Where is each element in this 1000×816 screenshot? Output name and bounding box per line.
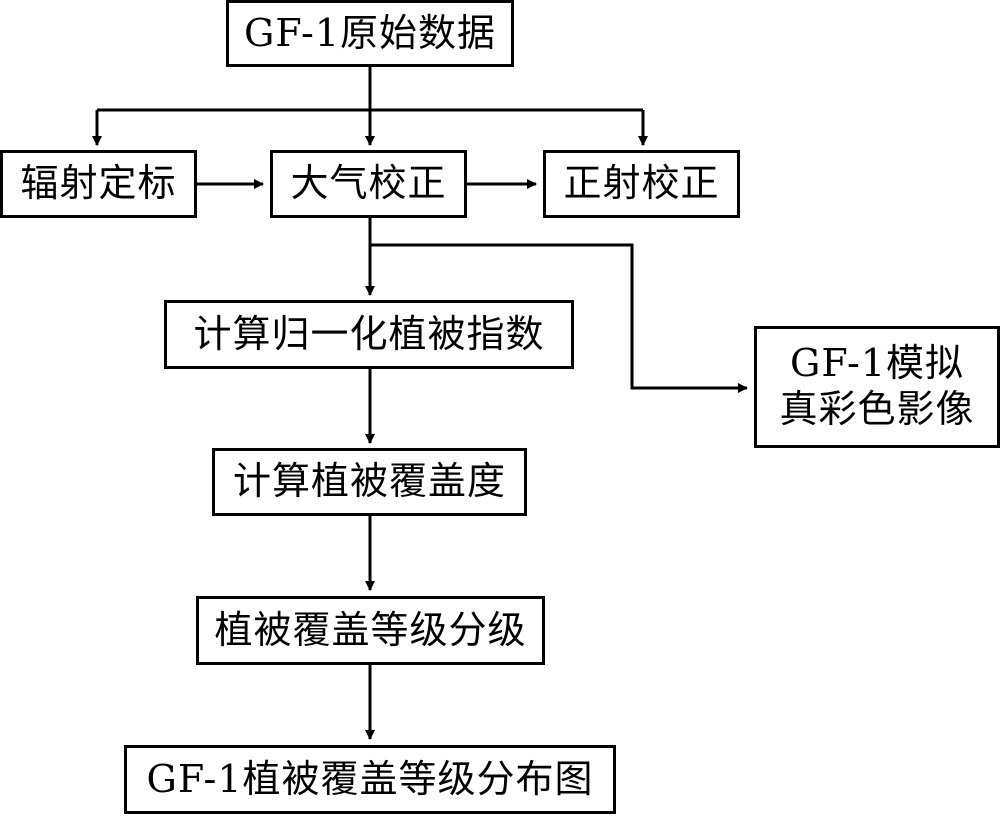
radiometric-calibration-label: 辐射定标 bbox=[20, 161, 177, 206]
coverage-grading-label: 植被覆盖等级分级 bbox=[214, 607, 527, 652]
vegetation-coverage-box: 计算植被覆盖度 bbox=[212, 448, 527, 516]
true-color-label-line1: GF-1模拟 bbox=[789, 341, 965, 386]
orthorectification-label: 正射校正 bbox=[563, 161, 720, 206]
connector-atmospheric-to-truecolor bbox=[370, 243, 748, 393]
distribution-map-label: GF-1植被覆盖等级分布图 bbox=[146, 756, 594, 801]
radiometric-calibration-box: 辐射定标 bbox=[0, 150, 197, 218]
atmospheric-correction-box: 大气校正 bbox=[270, 150, 467, 218]
true-color-label-line2: 真彩色影像 bbox=[779, 387, 975, 431]
atmospheric-correction-label: 大气校正 bbox=[290, 161, 447, 206]
orthorectification-box: 正射校正 bbox=[543, 150, 740, 218]
distribution-map-box: GF-1植被覆盖等级分布图 bbox=[124, 745, 616, 814]
vegetation-coverage-label: 计算植被覆盖度 bbox=[232, 459, 506, 504]
ndvi-box: 计算归一化植被指数 bbox=[164, 300, 574, 369]
coverage-grading-box: 植被覆盖等级分级 bbox=[196, 596, 545, 665]
raw-data-box: GF-1原始数据 bbox=[226, 0, 514, 67]
ndvi-label: 计算归一化植被指数 bbox=[193, 311, 545, 356]
raw-data-label: GF-1原始数据 bbox=[243, 10, 497, 55]
true-color-image-box: GF-1模拟 真彩色影像 bbox=[754, 326, 1000, 448]
